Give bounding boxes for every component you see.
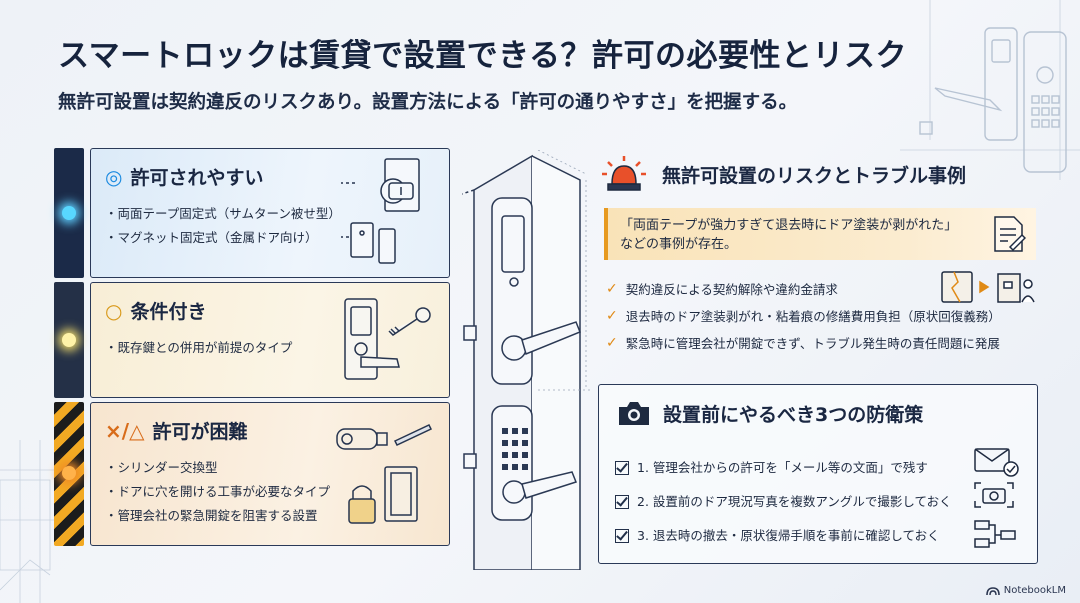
siren-icon [602, 156, 646, 191]
case-text-line: などの事例が存在。 [620, 237, 738, 252]
check-icon: ✓ [606, 281, 618, 297]
tier-box: ○ 条件付き 既存鍵との併用が前提のタイプ [90, 282, 450, 398]
door-lock-illustration [462, 150, 590, 570]
prevention-item-text: 3. 退去時の撤去・原状復帰手順を事前に確認しておく [637, 528, 940, 543]
lock-with-key-icon [344, 298, 431, 380]
brand-text: NotebookLM [1003, 585, 1066, 596]
tier-box: ◎ 許可されやすい 両面テープ固定式（サムターン被せ型） マグネット固定式（金属… [90, 148, 450, 278]
list-item: 3. 退去時の撤去・原状復帰手順を事前に確認しておく [615, 519, 952, 553]
list-item: 2. 設置前のドア現況写真を複数アングルで撮影しておく [615, 485, 952, 519]
double-circle-icon: ◎ [105, 164, 123, 189]
tier-heading: ○ 条件付き [105, 297, 435, 324]
tier-label: 許可されやすい [130, 167, 264, 189]
list-item: シリンダー交換型 [105, 456, 435, 480]
list-item: 1. 管理会社からの許可を「メール等の文面」で残す [615, 451, 952, 485]
prevention-item-text: 1. 管理会社からの許可を「メール等の文面」で残す [637, 460, 928, 475]
checkbox-icon [615, 495, 629, 509]
broken-wall-door-icon [941, 271, 1035, 303]
prevention-title: 設置前にやるべき3つの防衛策 [663, 403, 924, 426]
list-item: ✓ 契約違反による契約解除や違約金請求 [606, 276, 1001, 303]
tier-label: 条件付き [130, 301, 207, 323]
list-item: 両面テープ固定式（サムターン被せ型） [105, 202, 435, 226]
list-item: ✓ 退去時のドア塗装剥がれ・粘着痕の修繕費用負担（原状回復義務） [606, 303, 1001, 330]
risk-header: 無許可設置のリスクとトラブル事例 [600, 150, 1040, 198]
list-item: マグネット固定式（金属ドア向け） [105, 226, 435, 250]
tier-easy: ◎ 許可されやすい 両面テープ固定式（サムターン被せ型） マグネット固定式（金属… [54, 148, 450, 278]
indicator-light-icon [62, 206, 76, 220]
indicator-light-icon [62, 466, 76, 480]
prevention-list: 1. 管理会社からの許可を「メール等の文面」で残す 2. 設置前のドア現況写真を… [615, 451, 952, 553]
tier-box: ×/△ 許可が困難 シリンダー交換型 ドアに穴を開ける工事が必要なタイプ 管理会… [90, 402, 450, 546]
cylinder-drill-padlock-icon [336, 424, 433, 524]
notebooklm-logo-icon [985, 586, 1000, 595]
photo-scan-icon [974, 482, 1014, 508]
mail-check-icon [974, 448, 1019, 477]
list-item: 管理会社の緊急開錠を阻害する設置 [105, 504, 435, 528]
list-item: 既存鍵との併用が前提のタイプ [105, 336, 435, 360]
flowchart-icon [974, 520, 1016, 548]
checkbox-icon [615, 529, 629, 543]
list-item: ✓ 緊急時に管理会社が開錠できず、トラブル発生時の責任問題に発展 [606, 330, 1001, 357]
cross-triangle-icon: ×/△ [105, 418, 145, 443]
prevention-item-text: 2. 設置前のドア現況写真を複数アングルで撮影しておく [637, 494, 952, 509]
tier-heading: ◎ 許可されやすい [105, 163, 435, 190]
indicator-light-icon [62, 333, 76, 347]
list-item: ドアに穴を開ける工事が必要なタイプ [105, 480, 435, 504]
check-icon: ✓ [606, 335, 618, 351]
tier-difficult: ×/△ 許可が困難 シリンダー交換型 ドアに穴を開ける工事が必要なタイプ 管理会… [54, 402, 450, 546]
prevention-panel: 設置前にやるべき3つの防衛策 1. 管理会社からの許可を「メール等の文面」で残す… [598, 384, 1038, 564]
camera-icon [619, 402, 649, 425]
document-icon [994, 216, 1026, 252]
risk-title: 無許可設置のリスクとトラブル事例 [662, 164, 967, 187]
risk-item-text: 緊急時に管理会社が開錠できず、トラブル発生時の責任問題に発展 [625, 336, 1000, 351]
circle-icon: ○ [105, 298, 123, 323]
prevention-header: 設置前にやるべき3つの防衛策 [617, 399, 923, 427]
check-icon: ✓ [606, 308, 618, 324]
page-title: スマートロックは賃貸で設置できる？許可の必要性とリスク [58, 38, 907, 74]
risk-item-text: 退去時のドア塗装剥がれ・粘着痕の修繕費用負担（原状回復義務） [625, 309, 1001, 324]
tier-heading: ×/△ 許可が困難 [105, 417, 435, 444]
case-example-callout: 「両面テープが強力すぎて退去時にドア塗装が剥がれた」 などの事例が存在。 [604, 208, 1036, 260]
risk-item-text: 契約違反による契約解除や違約金請求 [625, 282, 838, 297]
prevention-icons [974, 448, 1019, 548]
risk-list: ✓ 契約違反による契約解除や違約金請求 ✓ 退去時のドア塗装剥がれ・粘着痕の修繕費用… [606, 276, 1001, 357]
brand-watermark: NotebookLM [985, 585, 1066, 596]
case-text-line: 「両面テープが強力すぎて退去時にドア塗装が剥がれた」 [620, 218, 958, 233]
tier-label: 許可が困難 [152, 421, 248, 443]
page-subtitle: 無許可設置は契約違反のリスクあり。設置方法による「許可の通りやすさ」を把握する。 [58, 92, 798, 113]
tier-conditional: ○ 条件付き 既存鍵との併用が前提のタイプ [54, 282, 450, 398]
thumb-turn-lock-icon [341, 158, 420, 264]
checkbox-icon [615, 461, 629, 475]
